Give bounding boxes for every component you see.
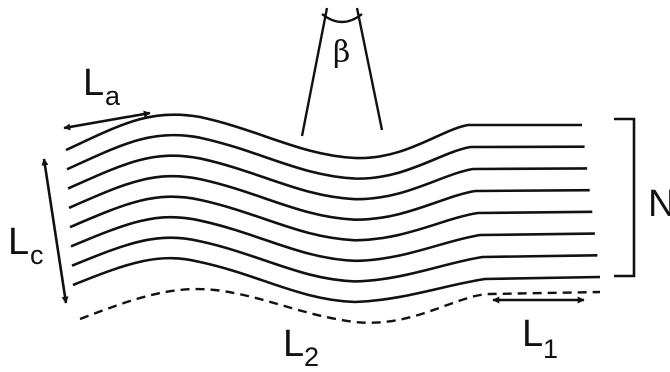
layer-line (70, 215, 595, 263)
La-label-main: L (83, 62, 104, 104)
La-arrow (63, 110, 151, 131)
layer-line (66, 133, 585, 180)
layer-line (72, 256, 601, 304)
Lc-label-main: L (8, 221, 29, 263)
beta-angle-cone (300, 7, 384, 137)
La-label-sub: a (105, 81, 121, 111)
L2-label-main: L (283, 323, 304, 365)
dashed-base-layer (79, 287, 601, 324)
N-label: N (648, 183, 670, 225)
L1-label-main: L (522, 313, 543, 355)
layer-line (68, 174, 590, 222)
layer-line (69, 195, 593, 242)
layer-line (71, 236, 598, 283)
Lc-arrow (41, 158, 69, 304)
layer-line (65, 113, 582, 160)
beta-label: β (333, 35, 350, 70)
Lc-label-sub: c (30, 240, 44, 270)
L1-label-sub: 1 (543, 334, 558, 364)
L2-label-sub: 2 (304, 342, 319, 372)
layer-line (67, 154, 588, 201)
stacked-layers (65, 113, 601, 304)
N-bracket (614, 117, 636, 278)
